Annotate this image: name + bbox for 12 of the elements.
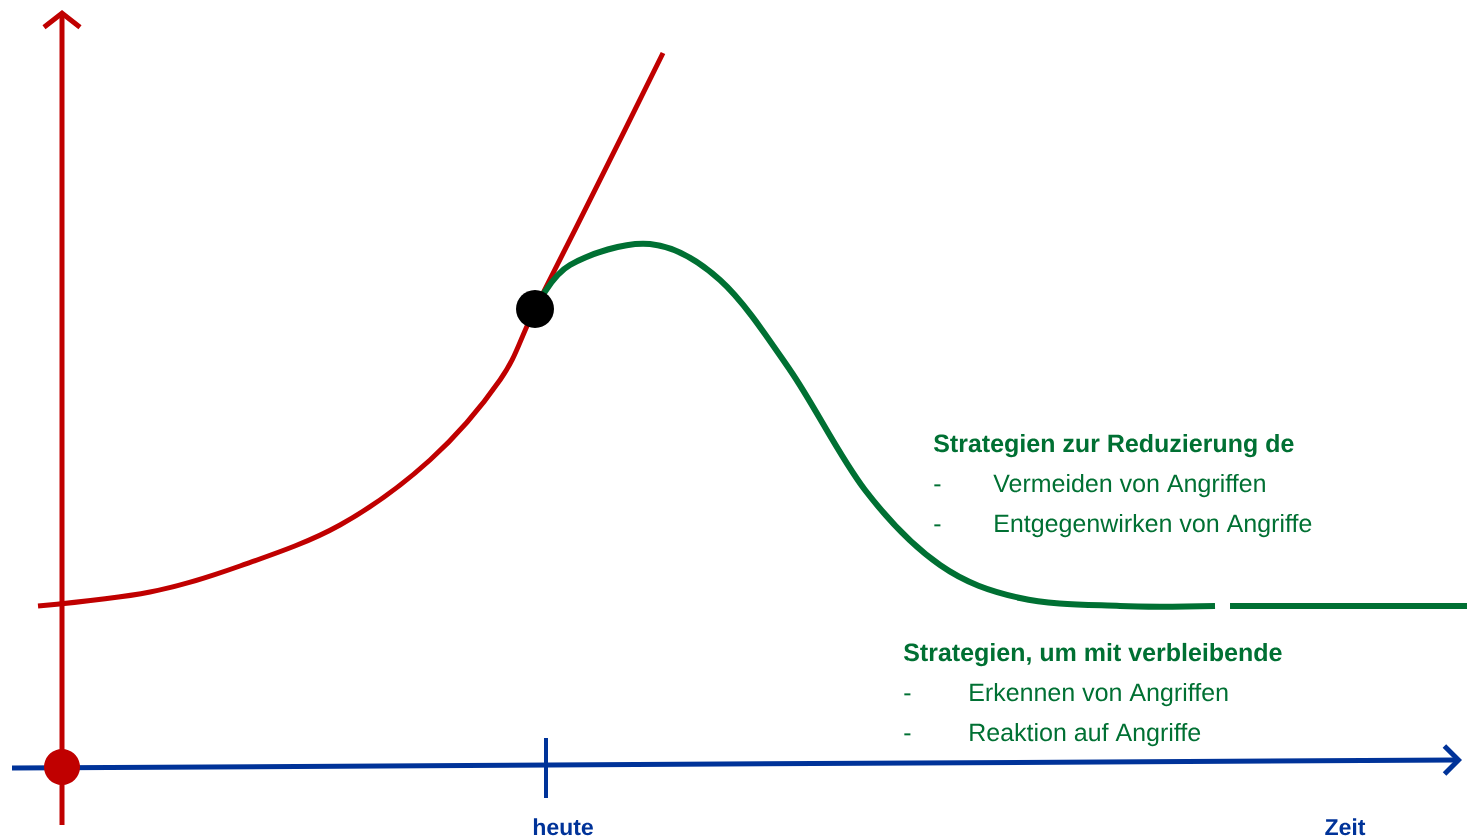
bullet-text: Entgegenwirken von Angriffe (995, 513, 1312, 538)
bullet-text: Reaktion auf Angriffe (970, 722, 1201, 747)
bullet-dash: - (904, 733, 911, 736)
bullet-dash: - (904, 693, 911, 696)
bullet-dash: - (934, 484, 941, 487)
heading-text: Strategien, um mit verbleibende (903, 642, 1282, 667)
axis-label: heute (533, 818, 593, 836)
bullet-text: Vermeiden von Angriffen (993, 473, 1265, 498)
bullet-dash: - (934, 524, 941, 527)
heading-text: Strategien zur Reduzierung de (933, 433, 1294, 458)
bullet-text: Erkennen von Angriffen (970, 682, 1228, 707)
axis-label: Zeit (1325, 818, 1366, 836)
